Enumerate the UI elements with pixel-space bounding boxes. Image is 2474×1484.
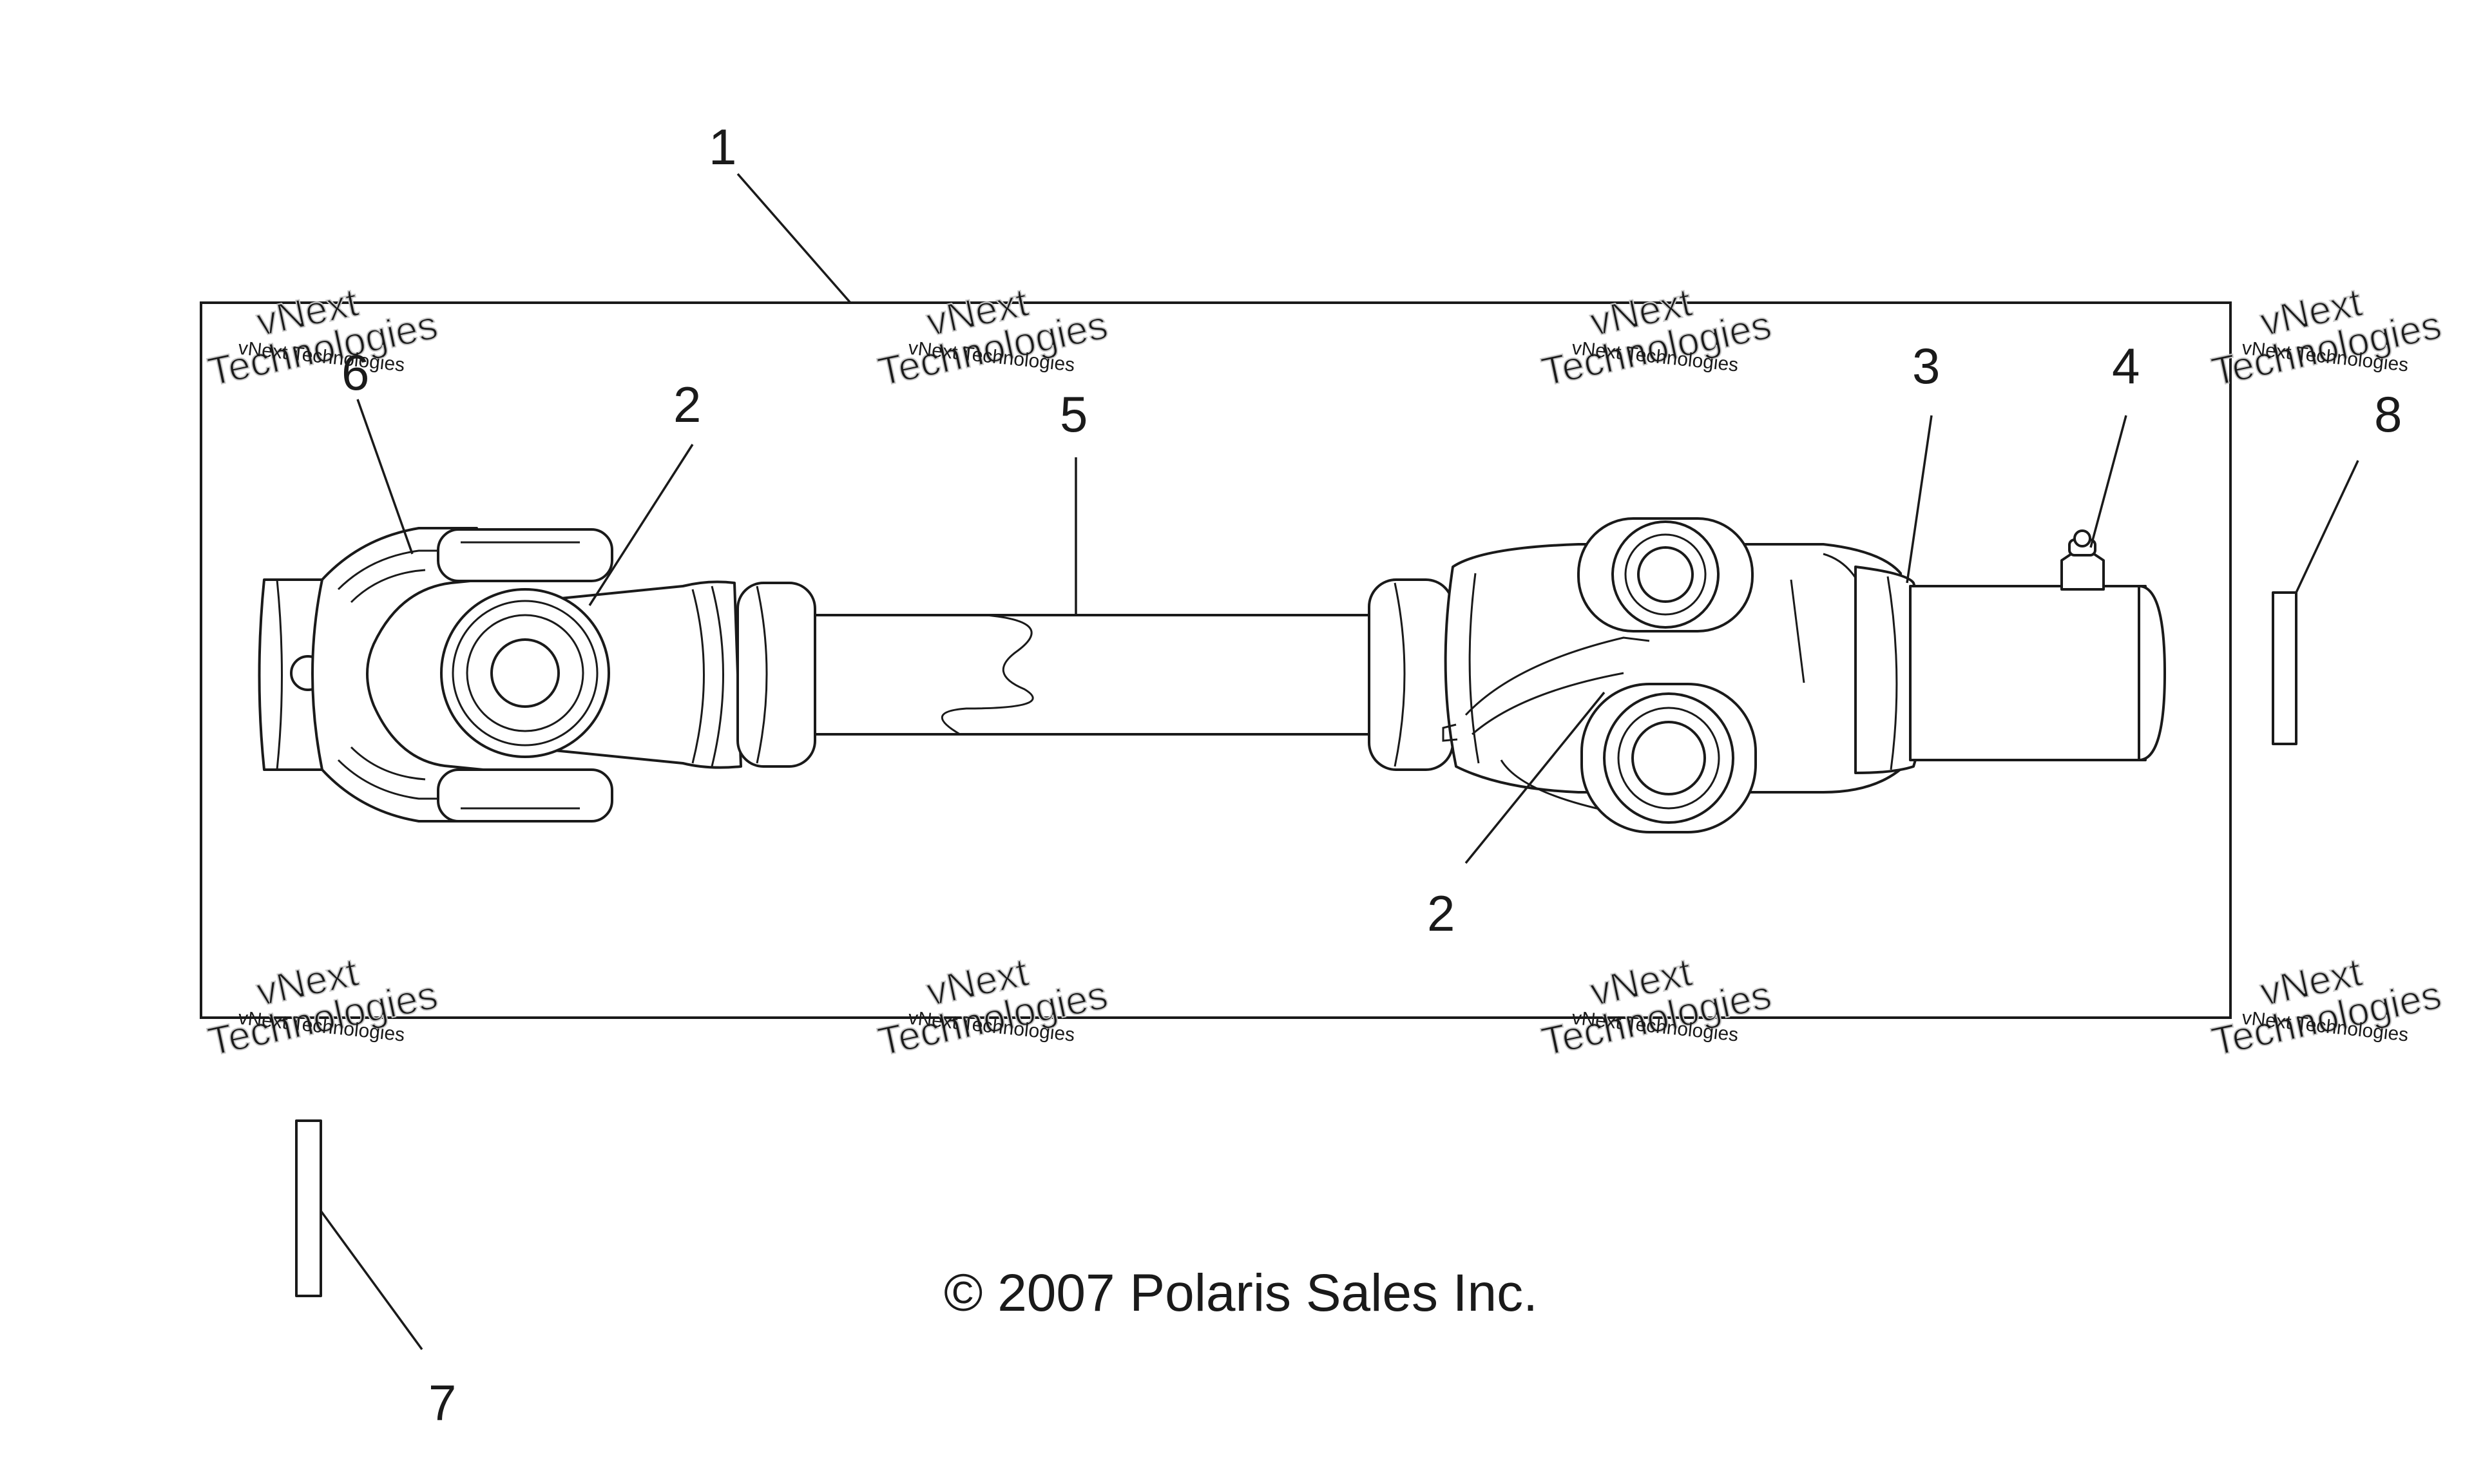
watermark-br: vNext Technologies vNext Technologies bbox=[1537, 949, 1776, 1065]
watermark-tr: vNext Technologies vNext Technologies bbox=[1537, 280, 1776, 395]
watermark-bm: vNext Technologies vNext Technologies bbox=[874, 949, 1112, 1065]
leader-2b bbox=[1464, 691, 1606, 864]
leader-7 bbox=[320, 1210, 423, 1351]
left-shaft-collar bbox=[736, 582, 816, 768]
callout-8: 8 bbox=[2374, 386, 2402, 442]
left-bearing-cap-top bbox=[437, 528, 613, 582]
leader-2a bbox=[588, 444, 694, 606]
right-end-tube bbox=[1909, 585, 2147, 761]
callout-2-left: 2 bbox=[673, 376, 701, 433]
part-7-label-strip bbox=[295, 1119, 322, 1297]
watermark-tm: vNext Technologies vNext Technologies bbox=[874, 280, 1112, 395]
watermark-bl: vNext Technologies vNext Technologies bbox=[204, 949, 442, 1065]
part-8-label-strip bbox=[2272, 591, 2297, 745]
watermark-tl: vNext Technologies vNext Technologies bbox=[204, 280, 442, 395]
left-universal-joint bbox=[440, 588, 610, 758]
right-double-cardan-joint bbox=[1442, 517, 1912, 833]
callout-2-right: 2 bbox=[1427, 885, 1455, 942]
watermark-tfr: vNext Technologies vNext Technologies bbox=[2207, 280, 2446, 395]
leader-4 bbox=[2089, 415, 2127, 548]
callout-1: 1 bbox=[709, 119, 736, 175]
grease-fitting bbox=[2060, 529, 2105, 591]
copyright-notice: © 2007 Polaris Sales Inc. bbox=[944, 1264, 1538, 1322]
left-end-yoke bbox=[258, 527, 484, 823]
left-inner-yoke bbox=[553, 580, 742, 769]
callout-4: 4 bbox=[2112, 338, 2140, 394]
driveshaft-assembly bbox=[258, 517, 2166, 833]
leader-8 bbox=[2295, 460, 2359, 593]
main-shaft-tube bbox=[814, 614, 1377, 736]
shaft-break-line bbox=[941, 614, 1034, 736]
callout-6: 6 bbox=[341, 344, 369, 401]
callout-7: 7 bbox=[428, 1375, 456, 1431]
watermark-bfr: vNext Technologies vNext Technologies bbox=[2207, 949, 2446, 1065]
assembly-frame bbox=[200, 301, 2232, 1019]
left-bearing-cap-bottom bbox=[437, 768, 613, 823]
callout-3: 3 bbox=[1912, 338, 1940, 394]
leader-6 bbox=[356, 399, 414, 555]
leader-3 bbox=[1906, 415, 1933, 584]
right-shaft-collar bbox=[1368, 578, 1454, 771]
leader-1 bbox=[736, 173, 852, 304]
callout-5: 5 bbox=[1060, 386, 1088, 442]
